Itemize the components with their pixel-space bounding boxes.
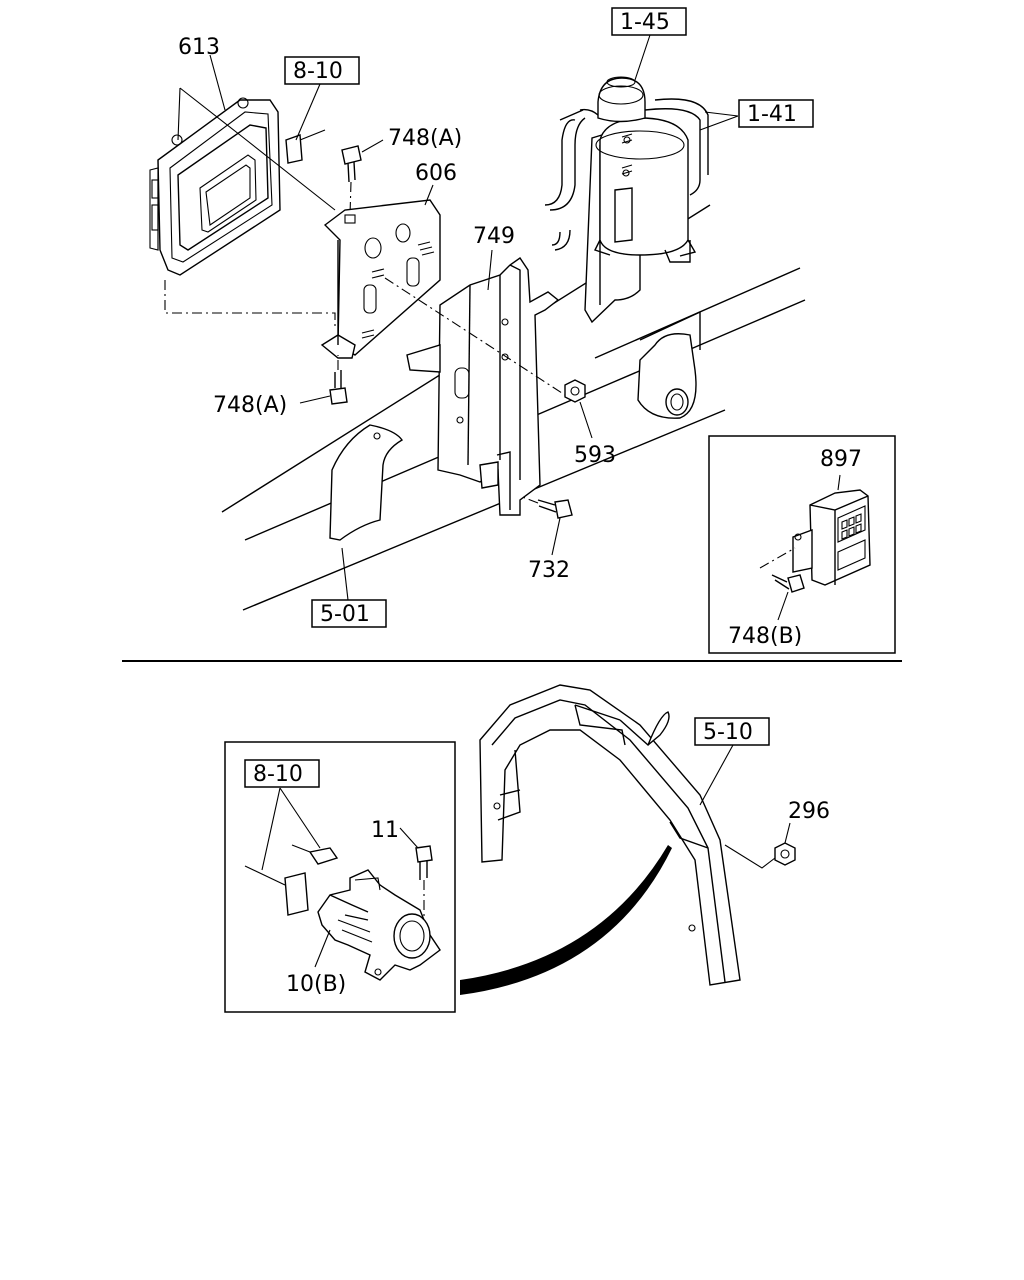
ref-box-5-10[interactable] xyxy=(694,717,770,746)
ref-1-45[interactable]: 1-45 xyxy=(620,10,670,35)
callout-749: 749 xyxy=(473,224,515,249)
relay-block-icon xyxy=(792,489,871,586)
ref-box-1-41[interactable] xyxy=(738,99,814,128)
leader-593 xyxy=(579,401,593,439)
nut-icon xyxy=(564,379,586,403)
callout-606: 606 xyxy=(415,161,457,186)
leader-8-10-top xyxy=(295,83,321,141)
leader-748b xyxy=(777,591,789,621)
connector-icon xyxy=(244,844,339,916)
harness-link xyxy=(460,845,672,995)
leader-1-41 xyxy=(699,111,739,131)
leader-11 xyxy=(399,827,419,849)
detail-box-relay xyxy=(708,435,896,654)
ref-5-01[interactable]: 5-01 xyxy=(320,602,370,627)
ref-5-10[interactable]: 5-10 xyxy=(703,720,753,745)
bolt-icon xyxy=(415,845,433,880)
callout-897: 897 xyxy=(820,447,862,472)
bracket-icon xyxy=(406,257,560,516)
leader-10b xyxy=(314,929,331,968)
leader-897 xyxy=(837,474,841,491)
nut-icon xyxy=(774,842,796,866)
leader-5-01 xyxy=(341,547,349,601)
fuel-filter-icon xyxy=(544,76,709,324)
detail-box-sensor xyxy=(224,741,456,1013)
sensor-icon xyxy=(317,869,441,981)
ref-1-41[interactable]: 1-41 xyxy=(747,102,797,127)
callout-748a-bottom: 748(A) xyxy=(213,393,287,418)
leader-606 xyxy=(424,184,434,206)
ref-box-8-10-bottom[interactable] xyxy=(244,759,320,788)
callout-11: 11 xyxy=(371,818,399,843)
callout-10b: 10(B) xyxy=(286,972,346,997)
leader-749 xyxy=(487,249,493,291)
ref-box-1-45[interactable] xyxy=(611,7,687,36)
leader-732 xyxy=(551,517,561,556)
callout-732: 732 xyxy=(528,558,570,583)
bolt-icon xyxy=(771,574,805,593)
connector-icon xyxy=(285,129,326,164)
leader-8-10-bottom xyxy=(261,787,321,871)
bracket-icon xyxy=(320,199,441,359)
leader-613-b xyxy=(177,87,336,211)
callout-613: 613 xyxy=(178,35,220,60)
leader-5-10 xyxy=(699,744,734,806)
callout-748a-top: 748(A) xyxy=(388,126,462,151)
callout-593: 593 xyxy=(574,443,616,468)
bolt-icon xyxy=(341,145,362,183)
frame-rail xyxy=(221,204,806,611)
ref-box-5-01[interactable] xyxy=(311,599,387,628)
leader-613 xyxy=(209,54,226,111)
leader-748a-top xyxy=(361,139,384,153)
bolt-icon xyxy=(537,499,573,519)
stay-icon xyxy=(479,684,741,986)
callout-748b: 748(B) xyxy=(728,624,802,649)
bolt-icon xyxy=(329,370,348,405)
ref-8-10-bottom[interactable]: 8-10 xyxy=(253,762,303,787)
leader-296 xyxy=(784,822,791,844)
callout-296: 296 xyxy=(788,799,830,824)
ecu-module-icon xyxy=(149,97,281,276)
ref-box-8-10-top[interactable] xyxy=(284,56,360,85)
leader-1-45 xyxy=(634,34,651,81)
ref-8-10-top[interactable]: 8-10 xyxy=(293,59,343,84)
leader-748a-bottom xyxy=(299,395,331,404)
